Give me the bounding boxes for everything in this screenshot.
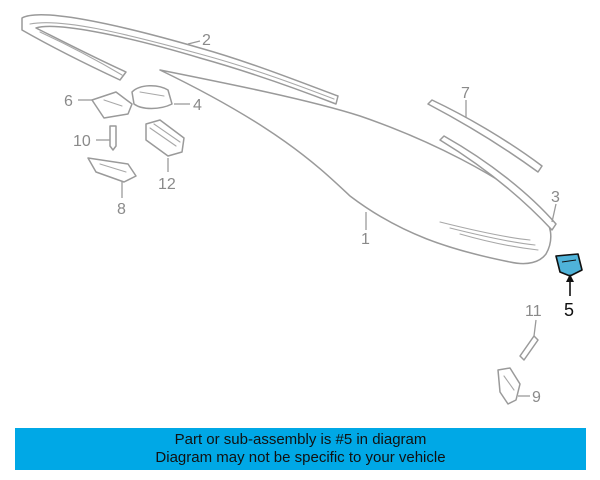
part-4-cover[interactable] xyxy=(131,85,173,110)
info-banner: Part or sub-assembly is #5 in diagram Di… xyxy=(15,428,586,470)
part-9-hinge[interactable] xyxy=(497,367,521,405)
callout-12: 12 xyxy=(158,176,176,193)
part-11-strut[interactable] xyxy=(519,335,539,361)
callout-8: 8 xyxy=(117,201,126,218)
part-6-bracket[interactable] xyxy=(91,91,133,119)
part-3-side-molding[interactable] xyxy=(439,135,557,231)
callout-3: 3 xyxy=(551,189,560,206)
callout-5: 5 xyxy=(564,300,574,320)
arrow-5-icon xyxy=(566,274,574,282)
part-2-upper-seal[interactable] xyxy=(21,14,339,105)
callout-6: 6 xyxy=(64,93,73,110)
callout-2: 2 xyxy=(202,32,211,49)
part-1-back-glass[interactable] xyxy=(159,69,552,265)
callout-11: 11 xyxy=(525,303,542,320)
banner-line-2: Diagram may not be specific to your vehi… xyxy=(155,449,446,466)
leader-2 xyxy=(187,40,201,45)
part-7-molding[interactable] xyxy=(427,99,543,173)
leader-3 xyxy=(551,203,557,223)
exploded-parts-diagram: 2 1 7 3 5 xyxy=(21,14,583,406)
callout-9: 9 xyxy=(532,389,541,406)
leader-11 xyxy=(533,319,537,337)
callout-4: 4 xyxy=(193,97,202,114)
banner-line-1: Part or sub-assembly is #5 in diagram xyxy=(174,431,427,448)
callout-10: 10 xyxy=(73,133,91,150)
callout-1: 1 xyxy=(361,231,370,248)
callout-7: 7 xyxy=(461,85,470,102)
part-12-block[interactable] xyxy=(145,119,185,157)
part-10-pin[interactable] xyxy=(109,125,117,151)
part-5-highlighted-bracket[interactable] xyxy=(555,253,583,277)
part-8-hinge-bracket[interactable] xyxy=(87,157,137,183)
